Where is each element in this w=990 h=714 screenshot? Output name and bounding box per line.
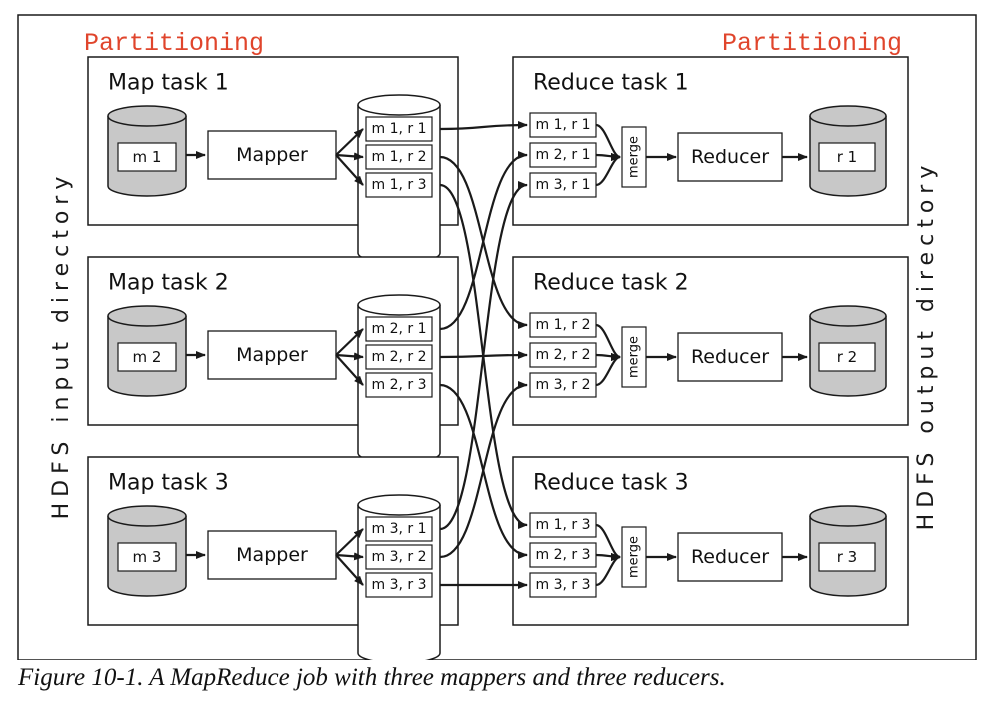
cylinder-top bbox=[809, 305, 887, 327]
reduce-input-label: m 3, r 3 bbox=[535, 577, 590, 593]
map-task-title: Map task 3 bbox=[108, 471, 229, 496]
input-split-box bbox=[117, 542, 177, 572]
cylinder-top bbox=[357, 494, 441, 516]
partitioning-label-left: Partitioning bbox=[84, 29, 264, 58]
reduce-input-label: m 2, r 2 bbox=[535, 347, 590, 363]
reduce-input-label: m 2, r 1 bbox=[535, 147, 590, 163]
mapper-label: Mapper bbox=[236, 144, 308, 166]
output-box bbox=[818, 142, 876, 172]
output-box bbox=[818, 542, 876, 572]
input-split-label: m 3 bbox=[133, 548, 162, 566]
merge-label: merge bbox=[627, 536, 642, 578]
partition-label: m 3, r 1 bbox=[371, 521, 426, 537]
reducer-box bbox=[677, 332, 783, 382]
output-label: r 3 bbox=[837, 548, 857, 566]
mapper-box bbox=[207, 530, 337, 580]
reduce-input-box bbox=[529, 572, 597, 598]
map-task-title: Map task 2 bbox=[108, 271, 229, 296]
reducer-label: Reducer bbox=[691, 546, 769, 568]
input-split-label: m 1 bbox=[133, 148, 162, 166]
partition-box bbox=[365, 316, 433, 342]
reducer-label: Reducer bbox=[691, 346, 769, 368]
merge-box bbox=[621, 126, 647, 188]
reduce-input-box bbox=[529, 312, 597, 338]
partition-label: m 1, r 1 bbox=[371, 121, 426, 137]
partition-box bbox=[365, 516, 433, 542]
reduce-task-title: Reduce task 1 bbox=[533, 71, 689, 96]
output-label: r 1 bbox=[837, 148, 857, 166]
merge-box bbox=[621, 326, 647, 388]
output-label: r 2 bbox=[837, 348, 857, 366]
merge-label: merge bbox=[627, 136, 642, 178]
mapper-label: Mapper bbox=[236, 544, 308, 566]
arrow-mapper-to-partition bbox=[335, 352, 364, 361]
cylinder-top bbox=[809, 105, 887, 127]
arrow-mapper-to-partition bbox=[335, 528, 364, 556]
cylinder-top bbox=[107, 305, 187, 327]
hdfs-input-directory-label: HDFS input directory bbox=[49, 171, 74, 520]
input-split-label: m 2 bbox=[133, 348, 162, 366]
arrow-mapper-to-partition bbox=[335, 128, 364, 156]
reduce-input-box bbox=[529, 542, 597, 568]
arrow-mapper-to-partition bbox=[335, 554, 364, 586]
arrow-input-to-merge bbox=[595, 353, 621, 387]
arrow-mapper-to-partition bbox=[335, 552, 364, 561]
partition-box bbox=[365, 544, 433, 570]
mapreduce-diagram: Partitioning Partitioning HDFS input dir… bbox=[17, 14, 977, 660]
reduce-input-label: m 3, r 1 bbox=[535, 177, 590, 193]
input-split-box bbox=[117, 342, 177, 372]
partition-box bbox=[365, 372, 433, 398]
partition-box bbox=[365, 172, 433, 198]
cylinder-top bbox=[809, 505, 887, 527]
input-split-box bbox=[117, 142, 177, 172]
cylinder-top bbox=[107, 105, 187, 127]
arrow-mapper-to-partition bbox=[335, 154, 364, 186]
reduce-input-label: m 1, r 3 bbox=[535, 517, 590, 533]
cylinder-top bbox=[107, 505, 187, 527]
cylinder-top bbox=[357, 294, 441, 316]
partition-box bbox=[365, 344, 433, 370]
partition-label: m 2, r 2 bbox=[371, 349, 426, 365]
reduce-input-label: m 2, r 3 bbox=[535, 547, 590, 563]
merge-label: merge bbox=[627, 336, 642, 378]
partition-label: m 3, r 3 bbox=[371, 577, 426, 593]
arrow-mapper-to-partition bbox=[335, 354, 364, 386]
shuffle-arrow bbox=[439, 381, 528, 559]
figure-caption: Figure 10-1. A MapReduce job with three … bbox=[18, 664, 726, 691]
merge-box bbox=[621, 526, 647, 588]
arrow-input-to-merge bbox=[595, 153, 621, 187]
partitioning-label-right: Partitioning bbox=[722, 29, 902, 58]
partition-label: m 2, r 3 bbox=[371, 377, 426, 393]
arrow-mapper-to-partition bbox=[335, 328, 364, 356]
shuffle-arrow bbox=[439, 181, 528, 531]
hdfs-output-directory-label: HDFS output directory bbox=[914, 160, 939, 531]
arrow-input-to-merge bbox=[595, 553, 621, 587]
shuffle-arrow bbox=[439, 121, 528, 131]
map-task-title: Map task 1 bbox=[108, 71, 229, 96]
reduce-input-label: m 1, r 2 bbox=[535, 317, 590, 333]
reduce-task-title: Reduce task 2 bbox=[533, 271, 689, 296]
partition-box bbox=[365, 572, 433, 598]
reducer-box bbox=[677, 532, 783, 582]
partition-label: m 2, r 1 bbox=[371, 321, 426, 337]
reduce-input-label: m 1, r 1 bbox=[535, 117, 590, 133]
mapper-box bbox=[207, 330, 337, 380]
shuffle-arrow bbox=[439, 151, 528, 331]
partition-box bbox=[365, 116, 433, 142]
partition-label: m 3, r 2 bbox=[371, 549, 426, 565]
reduce-input-box bbox=[529, 142, 597, 168]
output-box bbox=[818, 342, 876, 372]
partition-label: m 1, r 3 bbox=[371, 177, 426, 193]
reduce-input-box bbox=[529, 342, 597, 368]
arrow-mapper-to-partition bbox=[335, 152, 364, 161]
mapper-label: Mapper bbox=[236, 344, 308, 366]
reduce-input-label: m 3, r 2 bbox=[535, 377, 590, 393]
reducer-label: Reducer bbox=[691, 146, 769, 168]
partition-label: m 1, r 2 bbox=[371, 149, 426, 165]
reduce-input-box bbox=[529, 172, 597, 198]
reduce-task-title: Reduce task 3 bbox=[533, 471, 689, 496]
cylinder-top bbox=[357, 94, 441, 116]
partition-box bbox=[365, 144, 433, 170]
